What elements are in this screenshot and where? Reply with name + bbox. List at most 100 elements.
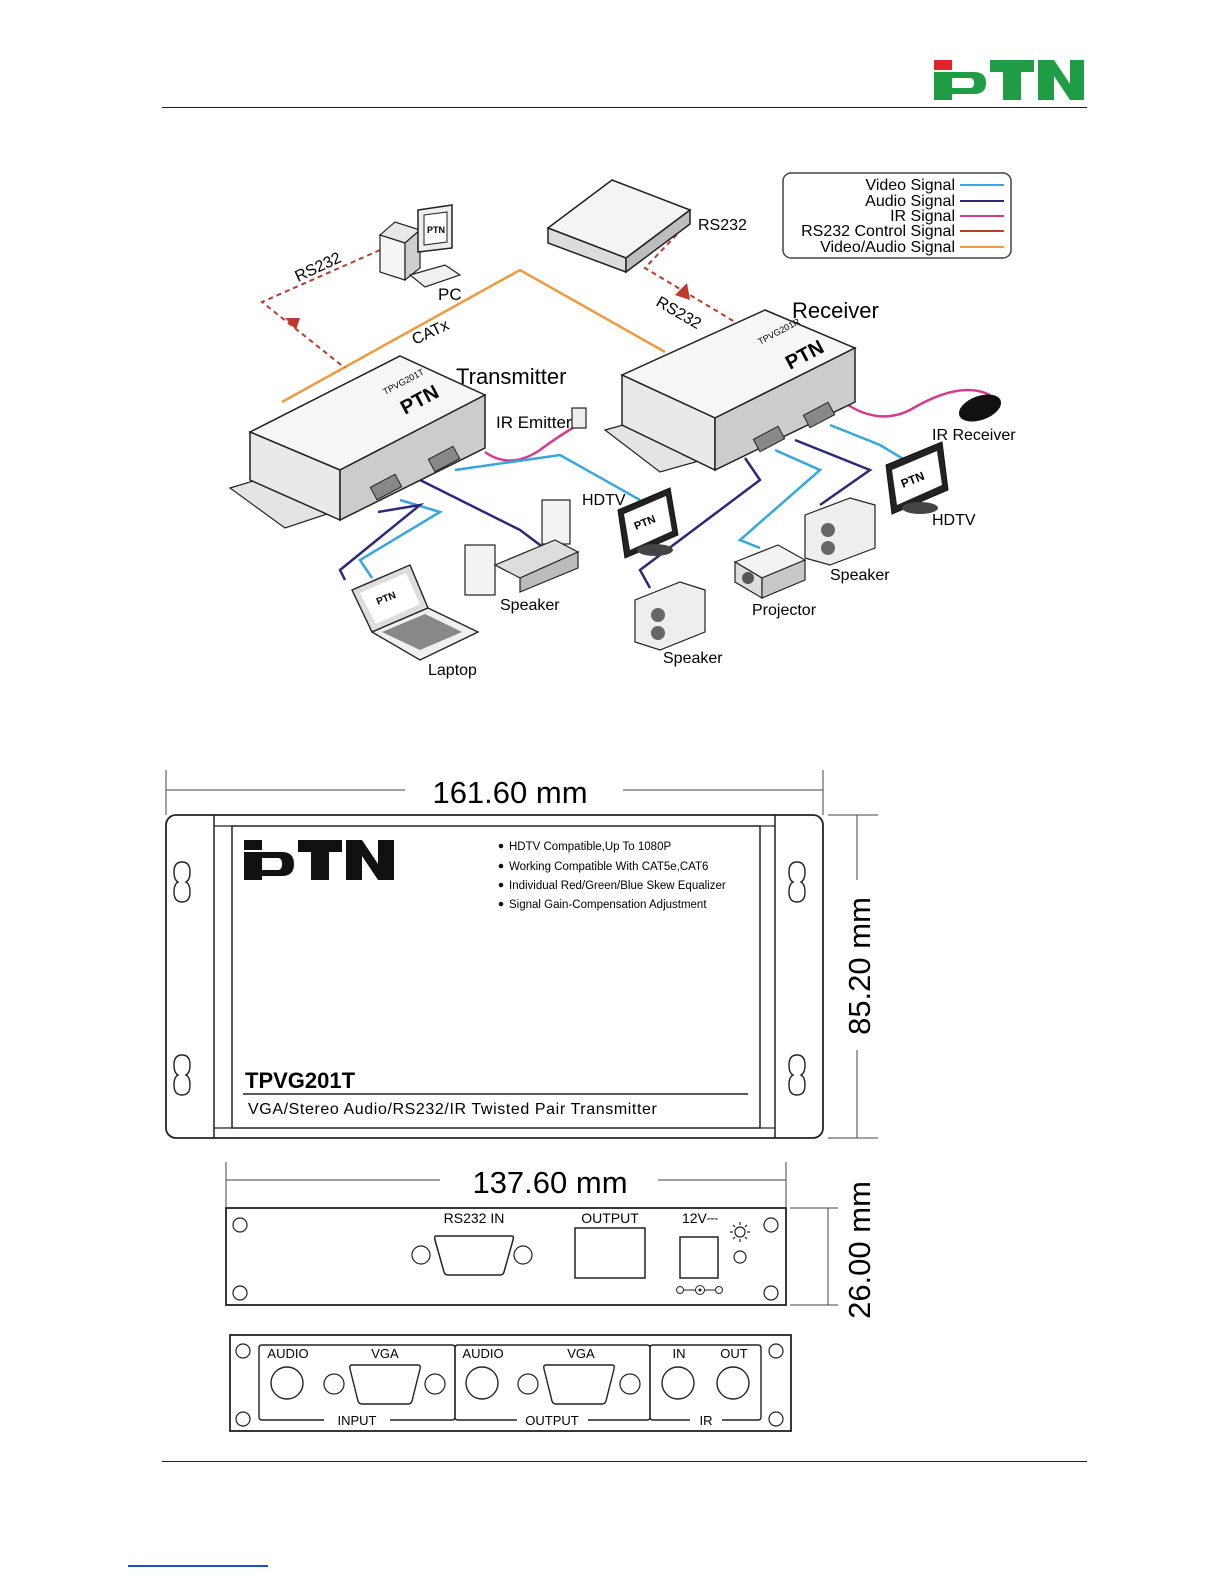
output-audio-jack (465, 1366, 499, 1400)
input-audio-jack (270, 1366, 304, 1400)
rs232-arrow-pc (285, 318, 300, 330)
video-tx-hdtv (454, 453, 641, 502)
input-vga-port (349, 1364, 421, 1405)
pc-screen-logo: PTN (427, 225, 445, 235)
video-laptop-tx (358, 498, 444, 579)
top-height-label: 85.20 mm (842, 897, 877, 1035)
ir-in-jack (661, 1366, 695, 1400)
label-rs232-pc: RS232 (293, 249, 345, 285)
catx-cable (281, 268, 666, 404)
audio-rx-speaker-right (794, 438, 873, 507)
rear-ir-group-label: IR (700, 1413, 713, 1428)
ir-out-jack (716, 1366, 750, 1400)
ir-emitter-cable (484, 423, 579, 462)
label-projector: Projector (752, 602, 817, 619)
top-width-label: 161.60 mm (432, 775, 587, 810)
label-transmitter: Transmitter (456, 364, 566, 389)
legend-label-video-audio: Video/Audio Signal (820, 239, 955, 256)
video-rx-hdtv (829, 423, 906, 462)
ir-receiver-device (958, 394, 1002, 422)
label-ir-receiver: IR Receiver (932, 427, 1016, 444)
signal-legend: Video Signal Audio Signal IR Signal RS23… (782, 172, 1012, 259)
feature-2: Working Compatible With CAT5e,CAT6 (509, 861, 708, 873)
transmitter-device: PTN TPVG201T (228, 355, 487, 529)
power-jack (679, 1236, 719, 1279)
mount-slot-bottom-left (173, 1054, 191, 1096)
front-width-label: 137.60 mm (472, 1165, 627, 1200)
power-led-sun-icon (730, 1222, 750, 1242)
rear-output-vga-label: VGA (567, 1346, 595, 1361)
ir-receiver-cable (847, 388, 991, 418)
laptop-device: PTN (351, 564, 480, 661)
rs232-pc-cable (260, 249, 381, 369)
rear-input-group-label: INPUT (338, 1413, 377, 1428)
connection-diagram: Video Signal Audio Signal IR Signal RS23… (228, 172, 1016, 679)
rs232-db9-port (433, 1235, 515, 1276)
mount-slot-top-left (173, 861, 191, 903)
speaker-tx-device (464, 499, 580, 596)
projector-device (733, 544, 807, 600)
label-laptop: Laptop (428, 662, 477, 679)
label-pc: PC (438, 285, 462, 304)
power-led (733, 1250, 747, 1264)
front-screw-tr (763, 1217, 779, 1233)
label-speaker-rx-right: Speaker (830, 567, 890, 584)
legend-label-rs232: RS232 Control Signal (801, 223, 955, 240)
footer-link-underline[interactable] (128, 1565, 268, 1567)
label-receiver: Receiver (792, 298, 879, 323)
front-screw-tl (232, 1217, 248, 1233)
pc-illustration: PTN (378, 204, 462, 288)
speaker-rx-right-device (804, 497, 876, 566)
top-view-drawing: 161.60 mm 85.20 mm HDTV Compatible,Up To… (165, 770, 878, 1139)
front-output-label: OUTPUT (581, 1210, 639, 1226)
hdtv-right-device: PTN (885, 441, 949, 515)
mount-slot-top-right (788, 861, 806, 903)
rear-panel-drawing: AUDIO VGA INPUT AUDIO VGA OUTPUT IN OUT … (229, 1334, 792, 1432)
label-speaker-rx-left: Speaker (663, 650, 723, 667)
feature-1: HDTV Compatible,Up To 1080P (509, 841, 671, 853)
audio-rx-speaker-left (638, 457, 762, 589)
header-rule (162, 107, 1087, 108)
polarity-icon (676, 1285, 723, 1295)
front-power-label: 12V⎓ (682, 1210, 718, 1226)
label-rs232-device: RS232 (698, 217, 747, 234)
front-rs232-label: RS232 IN (444, 1210, 505, 1226)
rear-ir-out-label: OUT (720, 1346, 748, 1361)
legend-label-ir: IR Signal (890, 208, 955, 225)
top-view-inner-panel (231, 825, 761, 1129)
top-view-outline (165, 814, 824, 1139)
rs232-arrow-receiver (675, 283, 690, 300)
mount-slot-bottom-right (788, 1054, 806, 1096)
receiver-device: PTN TPVG201R (603, 309, 857, 473)
top-view-model: TPVG201T (245, 1068, 356, 1093)
label-hdtv-left: HDTV (582, 492, 626, 509)
label-ir-emitter: IR Emitter (496, 413, 572, 432)
hdtv-left-device: PTN (617, 487, 679, 559)
rj45-output-port (574, 1227, 646, 1279)
front-screw-br (763, 1285, 779, 1301)
front-panel-drawing: 137.60 mm 26.00 mm RS232 IN OUTPUT 12V⎓ (225, 1162, 877, 1318)
top-view-ptn-logo (244, 840, 394, 880)
speaker-rx-left-device (634, 581, 706, 651)
rear-ir-in-label: IN (673, 1346, 686, 1361)
rs232-rack-device (546, 179, 692, 274)
label-speaker-tx: Speaker (500, 597, 560, 614)
rear-output-audio-label: AUDIO (462, 1346, 503, 1361)
feature-4: Signal Gain-Compensation Adjustment (509, 899, 707, 911)
front-height-label: 26.00 mm (842, 1181, 877, 1318)
audio-laptop-tx (338, 502, 425, 581)
legend-label-audio: Audio Signal (865, 193, 955, 210)
ptn-logo (930, 56, 1088, 102)
rear-input-audio-label: AUDIO (267, 1346, 308, 1361)
legend-label-video: Video Signal (865, 177, 955, 194)
footer-rule (162, 1461, 1087, 1462)
rear-output-group-label: OUTPUT (525, 1413, 579, 1428)
video-rx-projector (737, 448, 823, 550)
top-view-description: VGA/Stereo Audio/RS232/IR Twisted Pair T… (248, 1101, 658, 1118)
ir-emitter-device (571, 407, 587, 429)
rs232-device-cable (643, 227, 746, 329)
label-catx: CATx (410, 317, 452, 349)
feature-3: Individual Red/Green/Blue Skew Equalizer (509, 880, 726, 892)
rear-input-vga-label: VGA (371, 1346, 399, 1361)
label-rs232-receiver: RS232 (653, 294, 704, 333)
